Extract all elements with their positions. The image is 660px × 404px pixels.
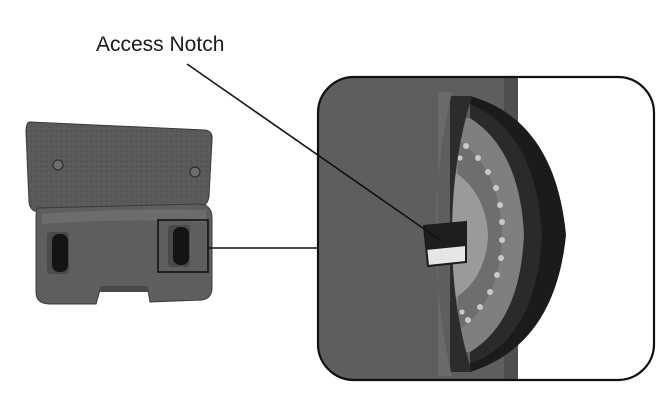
device-overview [25, 121, 213, 305]
access-notch-shadow [424, 222, 466, 250]
screw-hole-left [52, 159, 64, 171]
hub-dots [457, 143, 505, 323]
highlight-box [157, 219, 209, 273]
base-slot [100, 286, 148, 292]
wheel-right [173, 227, 189, 265]
wheel-well-cavity [450, 96, 472, 372]
zoom-panel [316, 75, 656, 382]
zoom-panel-border [316, 75, 656, 382]
wheel-hub-center [452, 170, 488, 300]
callout-label: Access Notch [96, 33, 224, 56]
wheel-left [52, 234, 68, 272]
callout-leader-line [186, 63, 441, 241]
screw-hole-right [189, 166, 201, 178]
